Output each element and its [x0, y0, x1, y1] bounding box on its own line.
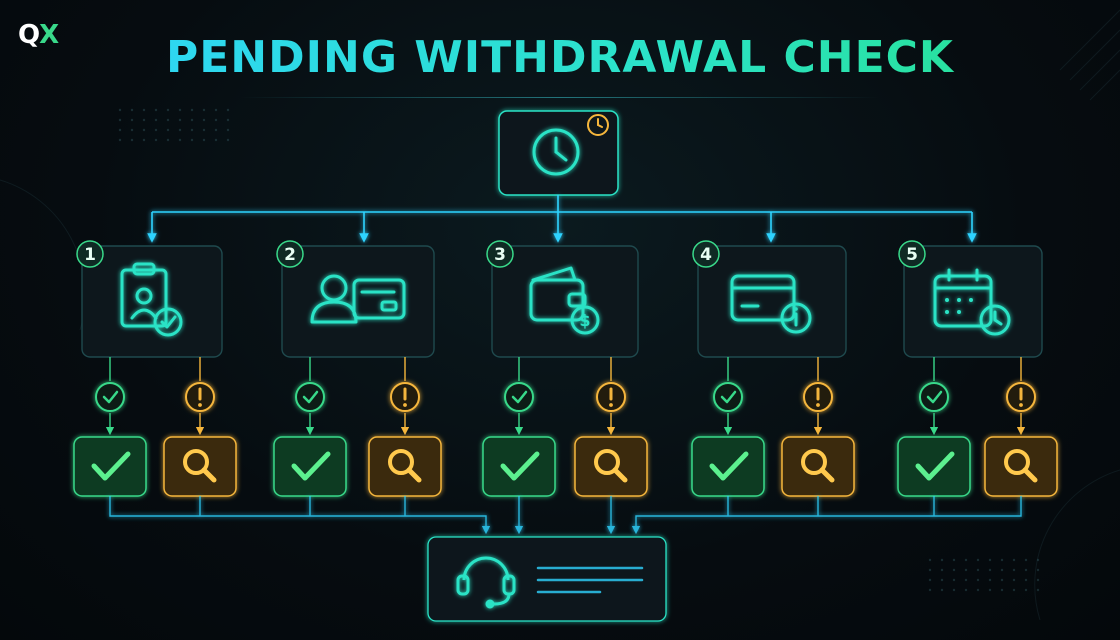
magnifier-icon [388, 449, 422, 483]
headset-icon [456, 556, 516, 609]
page-title: PENDING WITHDRAWAL CHECK [0, 32, 1120, 83]
support-node [427, 536, 667, 622]
step-number-badge [486, 240, 514, 268]
step-number-badge [692, 240, 720, 268]
magnifier-icon [183, 449, 217, 483]
step-number: 3 [494, 245, 506, 265]
convergence-lines [109, 496, 1022, 535]
step-card-frame [81, 245, 223, 358]
step-number-badge [276, 240, 304, 268]
step-branch-lines [305, 357, 410, 436]
checkmark-icon [713, 382, 743, 412]
step-card-4: 4 [691, 240, 855, 497]
checkmark-icon [295, 382, 325, 412]
clipboard-id-verified-icon [120, 262, 183, 337]
approved-box [482, 436, 556, 497]
checkmark-icon [95, 382, 125, 412]
step-card-3: 3$ [482, 240, 648, 497]
step-number-badge [76, 240, 104, 268]
step-number: 5 [906, 245, 918, 265]
step-number-badge [898, 240, 926, 268]
step-number: 2 [284, 245, 296, 265]
background-dots [118, 108, 1040, 592]
review-box [368, 436, 442, 497]
approved-box [691, 436, 765, 497]
step-branch-lines [723, 357, 823, 436]
step-card-frame [697, 245, 847, 358]
distribution-lines [147, 195, 977, 243]
brand-logo: QX [18, 20, 59, 50]
title-divider [240, 97, 880, 98]
review-box [574, 436, 648, 497]
magnifier-icon [1004, 449, 1038, 483]
credit-card-info-icon [730, 274, 812, 334]
warning-icon [185, 382, 215, 412]
checkmark-icon [291, 451, 331, 481]
step-card-frame [491, 245, 639, 358]
magnifier-icon [594, 449, 628, 483]
step-branch-lines [929, 357, 1026, 436]
warning-icon [596, 382, 626, 412]
step-number: 4 [700, 245, 712, 265]
step-card-2: 2 [273, 240, 442, 497]
review-box [984, 436, 1058, 497]
checkmark-icon [504, 382, 534, 412]
step-number: 1 [84, 245, 96, 265]
approved-box [897, 436, 971, 497]
user-id-card-icon [310, 274, 406, 324]
magnifier-icon [801, 449, 835, 483]
step-branch-lines [105, 357, 205, 436]
clock-icon [532, 128, 580, 176]
approved-box [73, 436, 147, 497]
warning-icon [1006, 382, 1036, 412]
step-card-frame [281, 245, 435, 358]
warning-icon [803, 382, 833, 412]
approved-box [273, 436, 347, 497]
review-box [781, 436, 855, 497]
svg-text:$: $ [579, 311, 590, 330]
checkmark-icon [915, 451, 955, 481]
checkmark-icon [709, 451, 749, 481]
support-text-lines [536, 566, 644, 594]
warning-icon [390, 382, 420, 412]
calendar-clock-icon [933, 268, 1011, 336]
checkmark-icon [500, 451, 540, 481]
clock-badge-icon [587, 114, 609, 136]
step-card-1: 1 [73, 240, 237, 497]
step-card-5: 5 [897, 240, 1058, 497]
top-node-pending [498, 110, 619, 196]
checkmark-icon [91, 451, 131, 481]
checkmark-icon [919, 382, 949, 412]
step-branch-lines [514, 357, 616, 436]
step-card-frame [903, 245, 1043, 358]
review-box [163, 436, 237, 497]
wallet-dollar-icon: $ [529, 266, 600, 335]
